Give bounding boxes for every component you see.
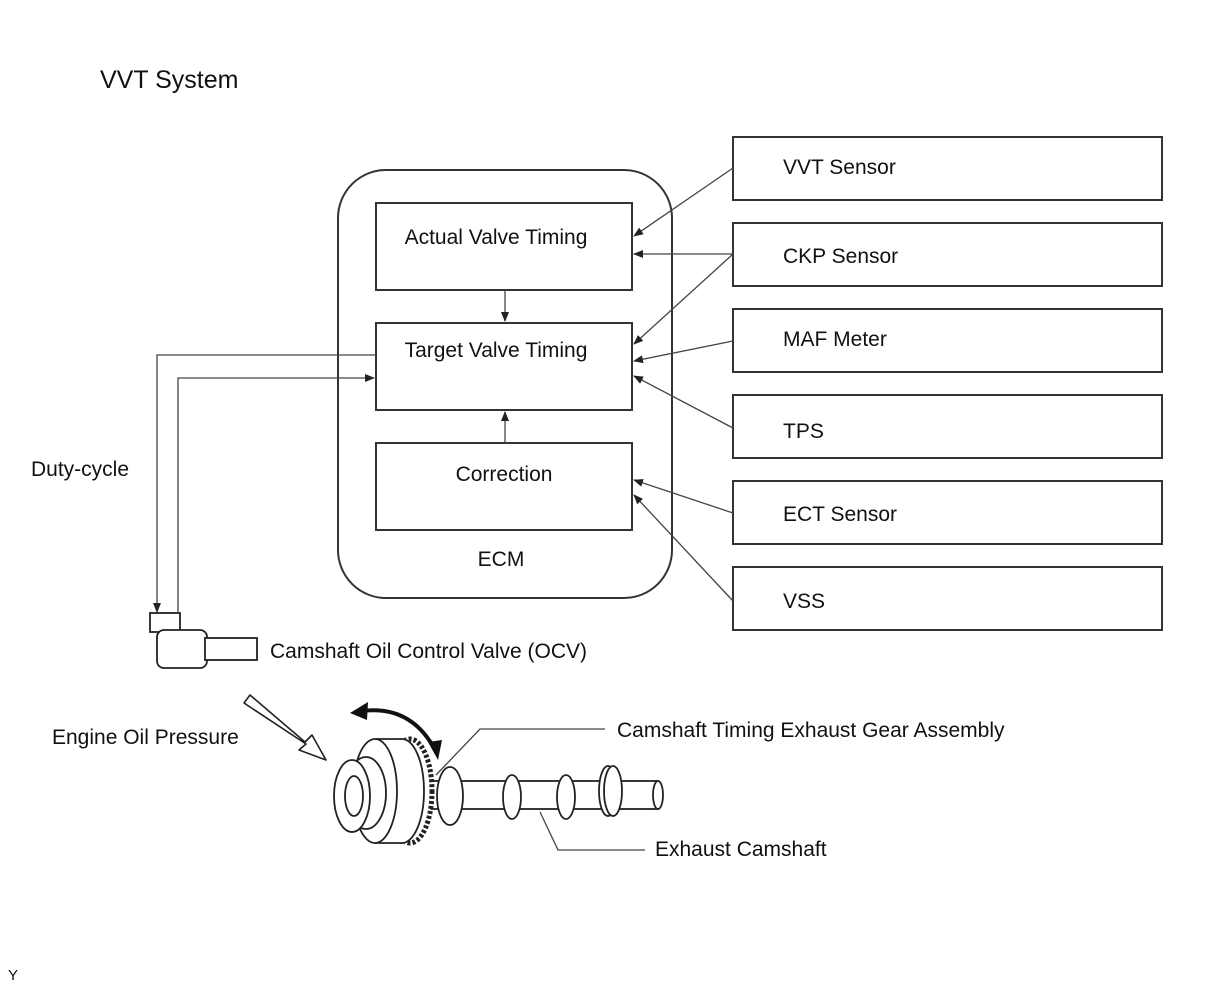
maf-meter-box: MAF Meter: [732, 308, 1163, 373]
ocv-valve-icon: [149, 612, 258, 669]
footer-code: Y: [8, 967, 18, 984]
vss-box: VSS: [732, 566, 1163, 631]
gear-assembly-icon: [333, 736, 435, 846]
ect-sensor-label: ECT Sensor: [783, 503, 897, 526]
duty-cycle-feedback-line: [177, 374, 375, 632]
ckp-to-target-arrow: [633, 253, 734, 345]
ckp-sensor-label: CKP Sensor: [783, 245, 898, 268]
actual-valve-timing-label: Actual Valve Timing: [405, 226, 588, 249]
exhaust-camshaft-leader-line: [539, 811, 645, 851]
maf-meter-label: MAF Meter: [783, 328, 887, 351]
exhaust-camshaft-label: Exhaust Camshaft: [655, 838, 827, 861]
vss-label: VSS: [783, 590, 825, 613]
vss-to-correction-arrow: [633, 494, 734, 602]
target-valve-timing-label: Target Valve Timing: [405, 339, 588, 362]
ckp-sensor-box: CKP Sensor: [732, 222, 1163, 287]
rotation-arrow-icon: [350, 702, 442, 760]
duty-cycle-label: Duty-cycle: [31, 458, 129, 481]
maf-to-target-arrow: [633, 340, 734, 364]
gear-assembly-label: Camshaft Timing Exhaust Gear Assembly: [617, 719, 1005, 742]
tps-to-target-arrow: [633, 375, 734, 429]
ecm-label: ECM: [478, 548, 525, 571]
diagram-title: VVT System: [100, 66, 238, 94]
ect-sensor-box: ECT Sensor: [732, 480, 1163, 545]
actual-valve-timing-block: Actual Valve Timing: [375, 202, 633, 291]
vvt-to-actual-arrow: [633, 167, 734, 237]
duty-cycle-output-line: [153, 354, 376, 613]
exhaust-camshaft-icon: [429, 765, 664, 826]
engine-oil-pressure-label: Engine Oil Pressure: [52, 726, 239, 749]
gear-assembly-leader-line: [435, 728, 605, 776]
tps-box: TPS: [732, 394, 1163, 459]
ocv-label: Camshaft Oil Control Valve (OCV): [270, 640, 587, 663]
correction-label: Correction: [456, 463, 553, 486]
target-valve-timing-block: Target Valve Timing: [375, 322, 633, 411]
ect-to-correction-arrow: [633, 479, 734, 514]
vvt-sensor-label: VVT Sensor: [783, 156, 896, 179]
vvt-sensor-box: VVT Sensor: [732, 136, 1163, 201]
tps-label: TPS: [783, 420, 824, 443]
oil-pressure-arrow-icon: [243, 694, 327, 761]
correction-block: Correction: [375, 442, 633, 531]
